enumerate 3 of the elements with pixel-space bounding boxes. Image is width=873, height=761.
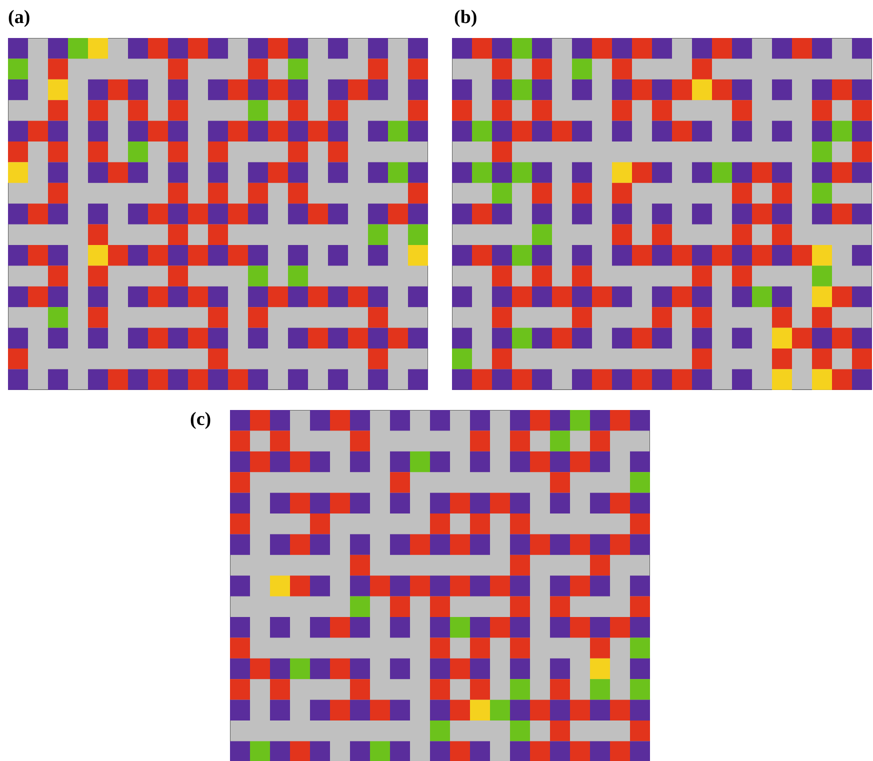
panel-label: (c)	[190, 410, 212, 430]
panel-label: (b)	[454, 8, 478, 28]
panel-label: (a)	[8, 8, 30, 28]
